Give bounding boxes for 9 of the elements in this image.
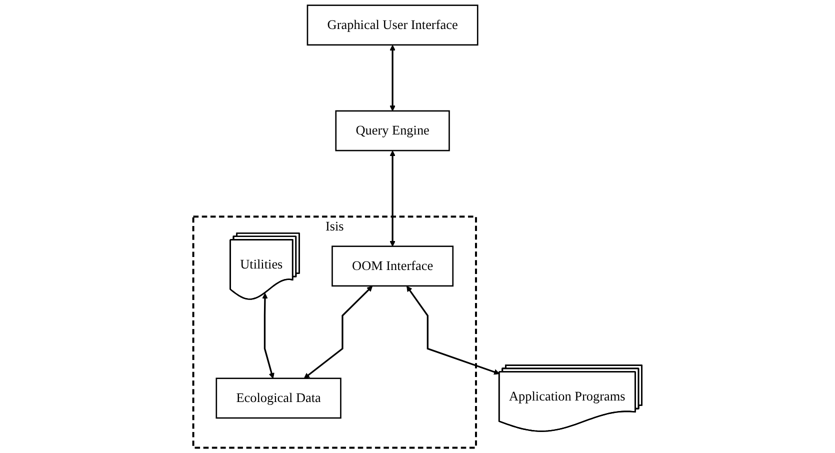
node-box: Query Engine bbox=[335, 110, 450, 152]
arrow bbox=[390, 44, 396, 112]
arrow bbox=[406, 286, 500, 375]
node-box: Graphical User Interface bbox=[306, 4, 478, 46]
node-box: Ecological Data bbox=[216, 378, 342, 419]
arrow bbox=[262, 293, 274, 379]
node-box: OOM Interface bbox=[332, 246, 454, 287]
arrow bbox=[390, 150, 396, 247]
arrow bbox=[304, 286, 373, 379]
